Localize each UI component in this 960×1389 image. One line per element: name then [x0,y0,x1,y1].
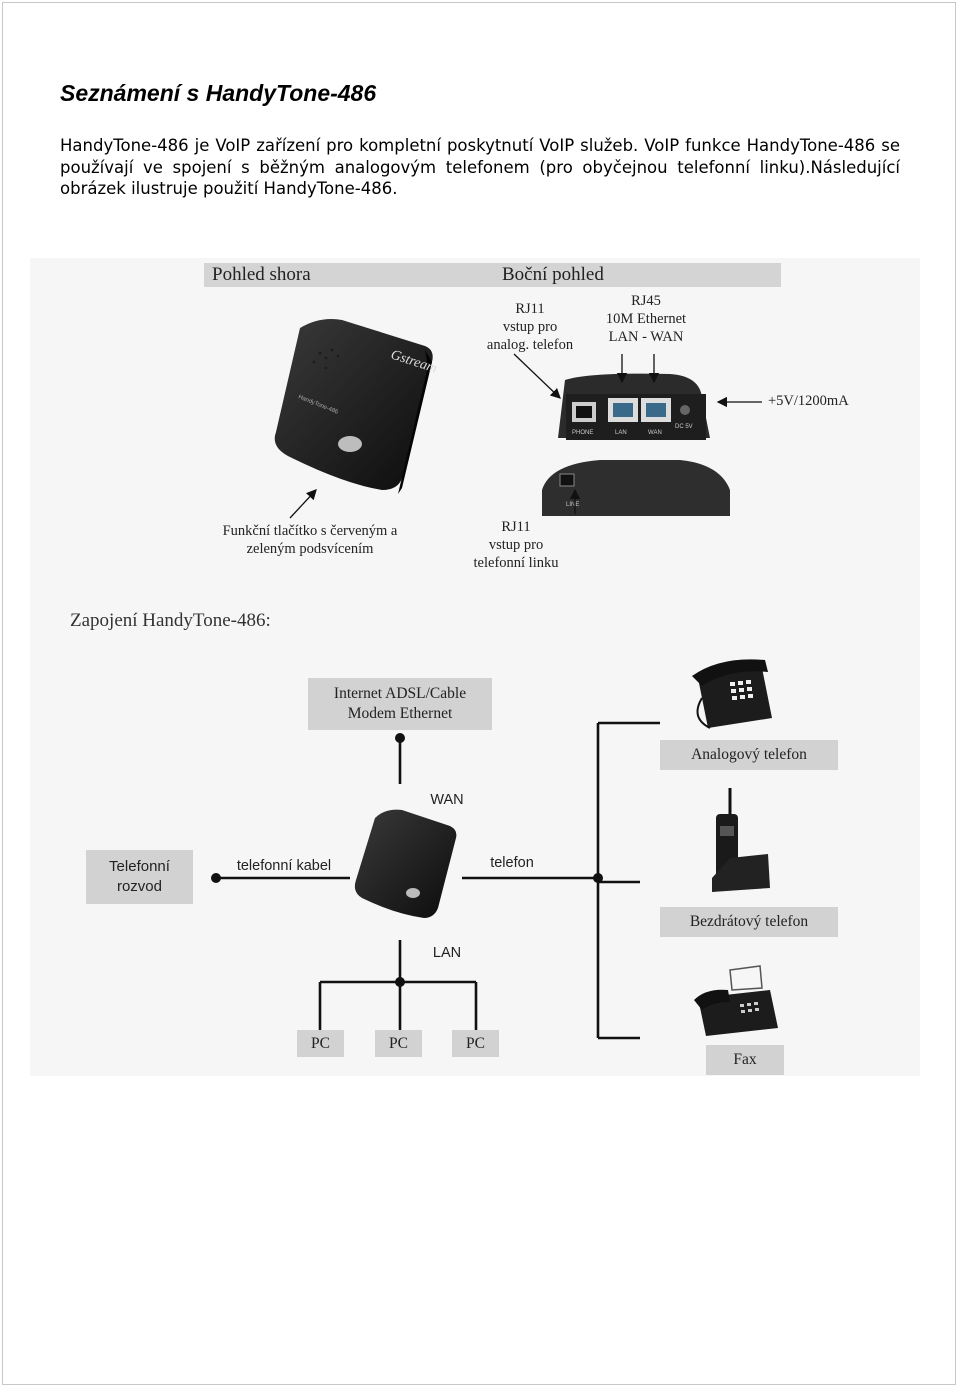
wan-port-label: WAN [648,430,662,436]
pc-box-2: PC [375,1030,422,1057]
analog-phone-icon [692,659,772,729]
power-label: +5V/1200mA [768,393,849,409]
cordless-phone-box: Bezdrátový telefon [660,907,838,937]
analog-phone-box: Analogový telefon [660,740,838,770]
device-back-panel: PHONE LAN WAN DC 5V [558,373,710,440]
intro-paragraph: HandyTone-486 je VoIP zařízení pro kompl… [60,136,900,198]
lan-port-label: LAN [615,430,627,436]
device-side-view: LINE [542,460,730,516]
wan-label: WAN [430,792,464,808]
telefon-label: telefon [490,855,534,871]
phone-port-label: PHONE [572,430,593,436]
figure-graphics: Gstream HandyTone-486 PHONE LAN WAN DC 5… [211,319,778,1040]
phone-cable-label: telefonní kabel [236,858,332,874]
line-port-label: LINE [566,502,579,508]
side-view-header: Boční pohled [494,263,781,287]
lan-label: LAN [432,945,462,961]
dc-port-label: DC 5V [675,424,693,430]
top-view-header: Pohled shora [204,263,504,287]
cordless-phone-icon [712,788,770,892]
connection-title: Zapojení HandyTone-486: [70,610,271,631]
device-diagram-icon [354,809,457,918]
page-title: Seznámení s HandyTone-486 [60,80,377,106]
pc-box-3: PC [452,1030,499,1057]
device-top-view: Gstream HandyTone-486 [274,319,439,494]
fax-icon [694,965,778,1036]
fax-box: Fax [706,1045,784,1075]
pc-box-1: PC [297,1030,344,1057]
